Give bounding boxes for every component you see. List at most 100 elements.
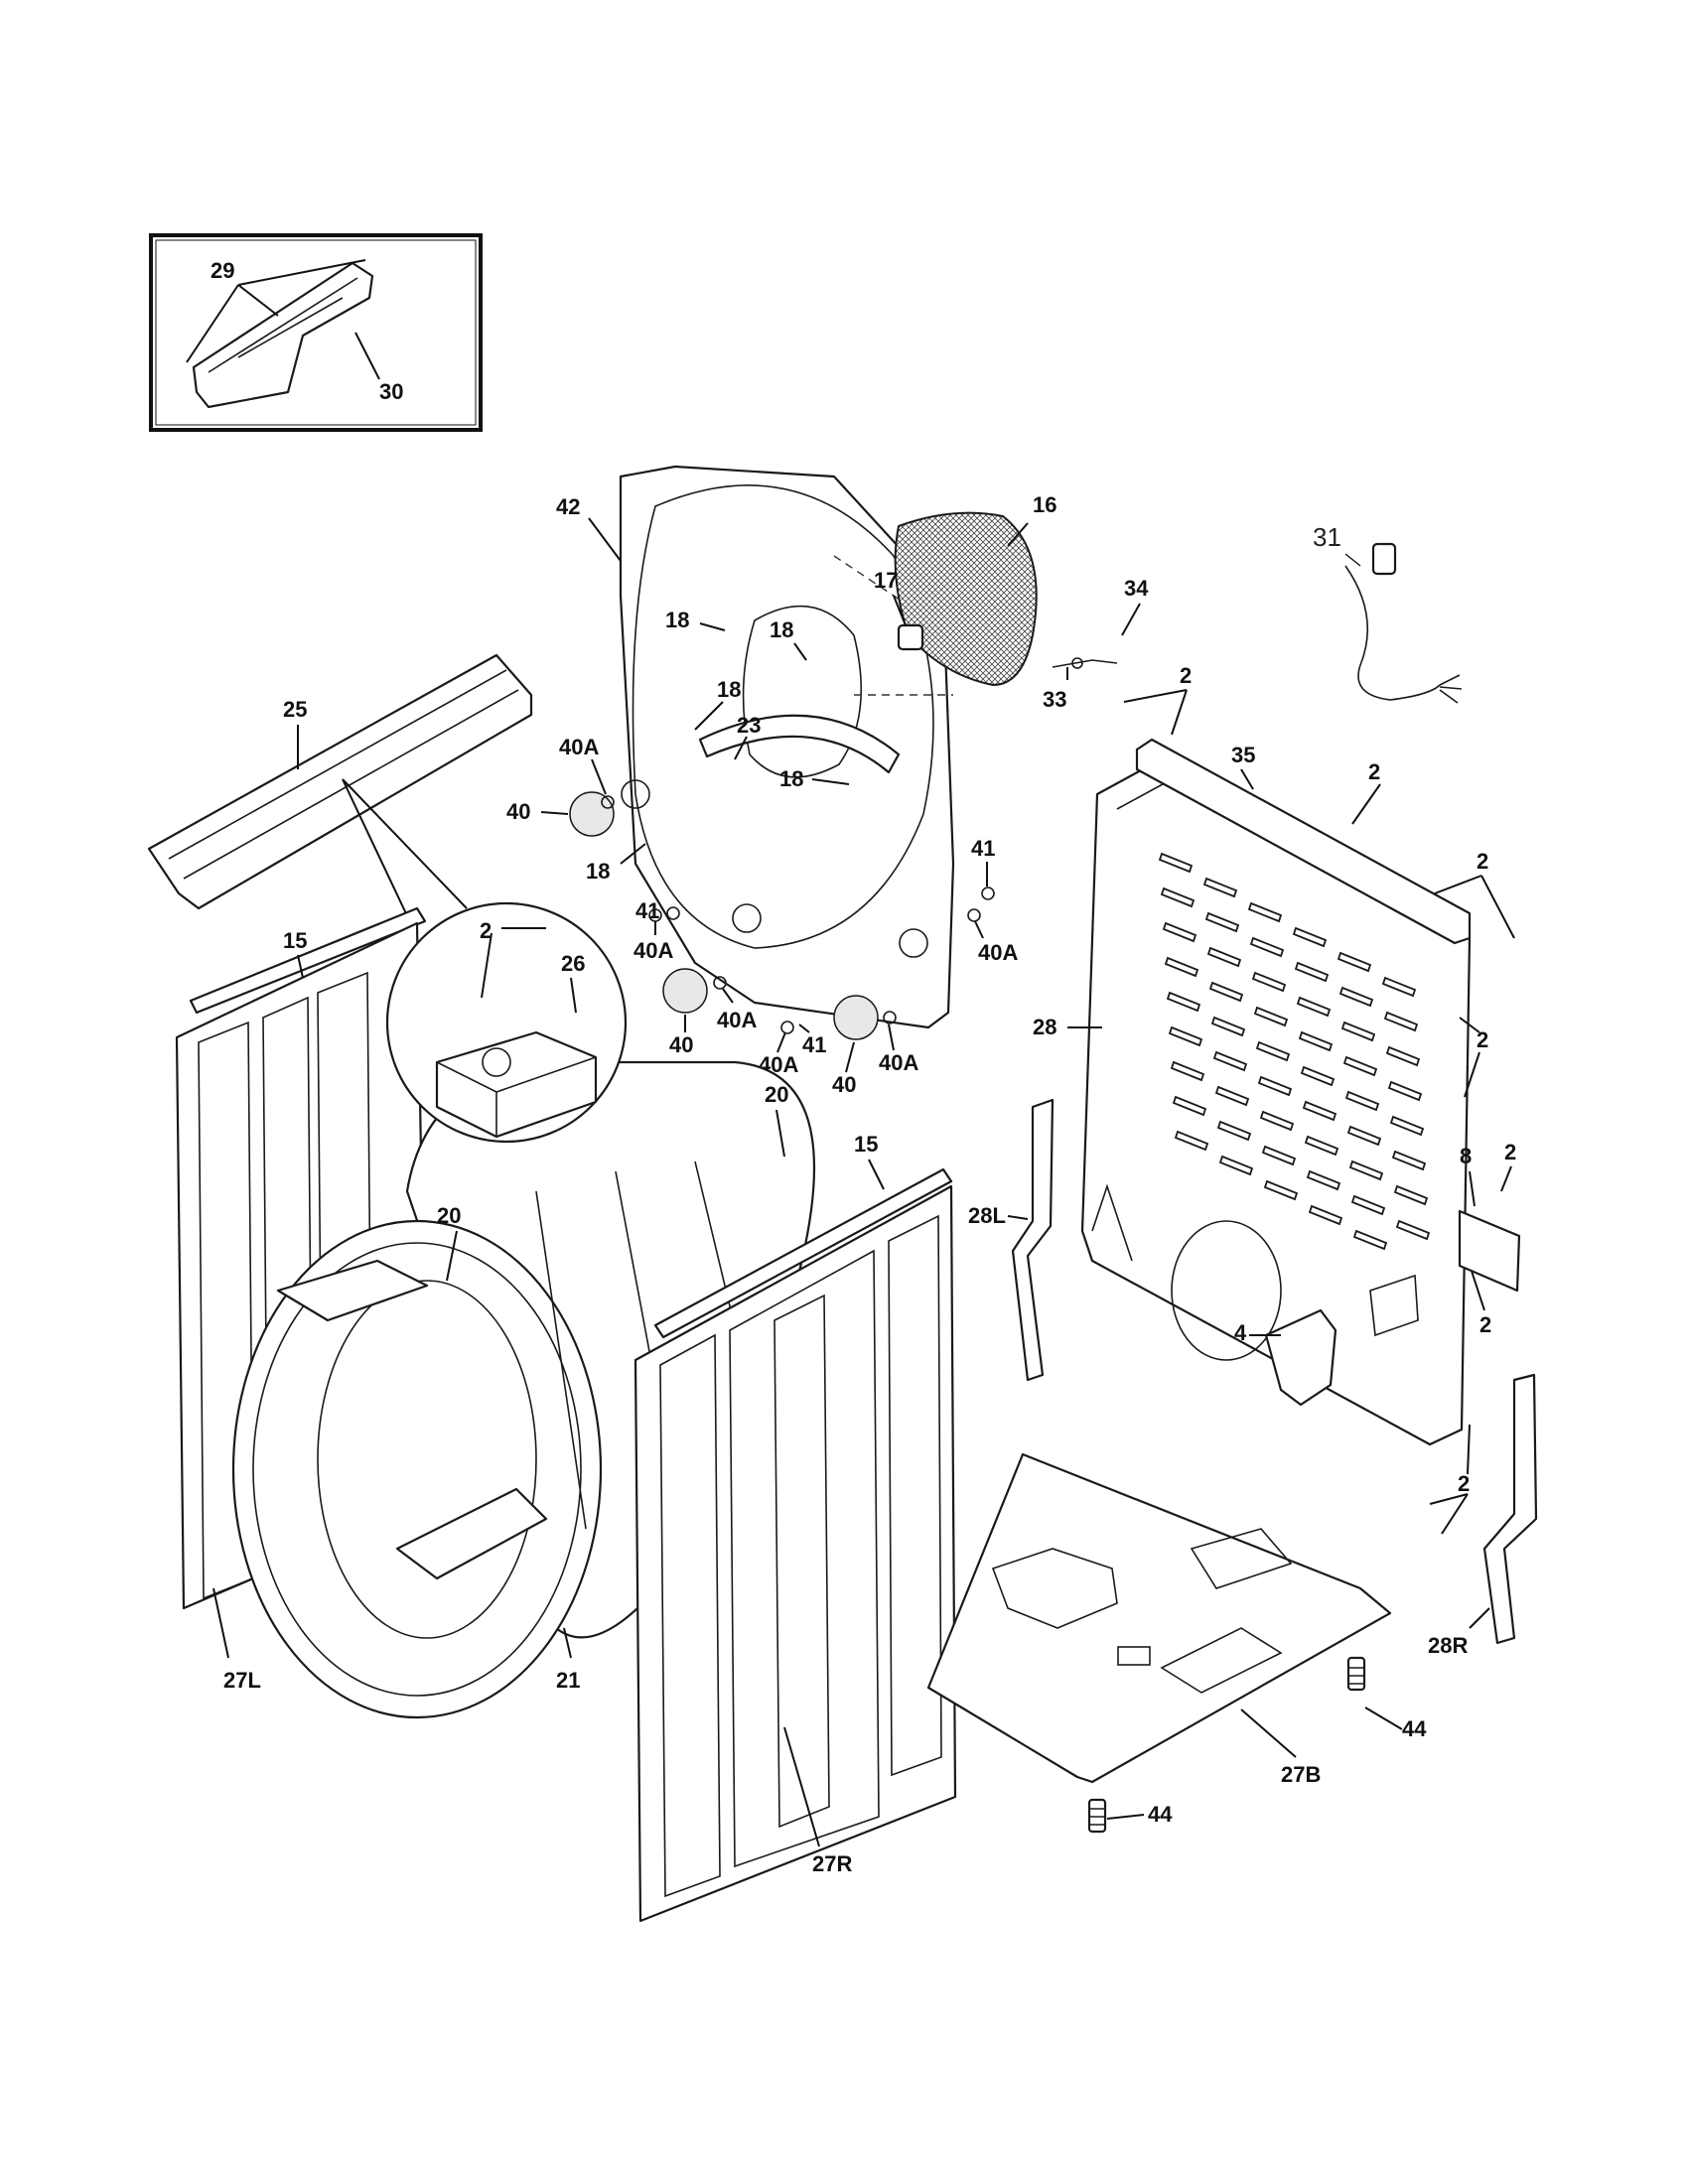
part-30-bracket [192, 261, 374, 409]
callout-18-e: 18 [586, 859, 610, 884]
vent-slot [1202, 877, 1238, 898]
vent-slot [1212, 1050, 1248, 1072]
callout-21: 21 [556, 1668, 580, 1693]
callout-18-d: 18 [779, 766, 803, 791]
vent-slot [1294, 961, 1330, 983]
vent-slot [1292, 926, 1328, 948]
part-15-top-strip-left [189, 906, 427, 1015]
callout-40A-a: 40A [559, 735, 599, 759]
callout-25: 25 [283, 697, 307, 722]
vent-slot [1168, 1025, 1203, 1047]
part-4-exhaust-duct [1264, 1308, 1337, 1407]
callout-41-a: 41 [635, 898, 659, 923]
callout-40-b: 40 [669, 1032, 693, 1057]
vent-slot [1383, 1011, 1419, 1032]
part-15-top-strip-right [653, 1167, 953, 1339]
callout-29: 29 [211, 258, 234, 283]
vent-slot [1387, 1080, 1423, 1102]
callout-2-c: 2 [1368, 759, 1380, 784]
vent-slot [1348, 1160, 1384, 1181]
vent-slot [1247, 901, 1283, 923]
vent-slot [1263, 1179, 1299, 1201]
callout-41-c: 41 [971, 836, 995, 861]
callout-20-a: 20 [437, 1203, 461, 1228]
vent-slot [1216, 1120, 1252, 1142]
callout-20-b: 20 [765, 1082, 788, 1107]
zoom-circle-control-board [385, 901, 628, 1144]
vent-slot [1308, 1204, 1343, 1226]
part-31-power-cord [1344, 542, 1463, 704]
vent-slot [1340, 1021, 1376, 1042]
callout-40-a: 40 [506, 799, 530, 824]
callout-27B: 27B [1281, 1762, 1321, 1787]
vent-slot [1204, 911, 1240, 933]
vent-slot [1300, 1065, 1336, 1087]
part-35-top-rear-rail [1135, 738, 1472, 945]
callout-4: 4 [1234, 1320, 1247, 1345]
part-27R-right-side-panel [633, 1184, 957, 1923]
vent-slot [1342, 1055, 1378, 1077]
callout-group-18: 18 18 18 18 18 [586, 608, 850, 884]
part-8-bracket [1458, 1209, 1521, 1293]
vent-slot [1208, 981, 1244, 1003]
vent-slot [1306, 1169, 1341, 1191]
vent-slot [1352, 1229, 1388, 1251]
callout-30: 30 [379, 379, 403, 404]
callout-28R: 28R [1428, 1633, 1468, 1658]
callout-27R: 27R [812, 1851, 852, 1876]
callout-8: 8 [1460, 1144, 1472, 1168]
vent-slot [1302, 1100, 1337, 1122]
callout-40A-e: 40A [879, 1050, 918, 1075]
vent-slot [1346, 1125, 1382, 1147]
callout-23: 23 [737, 713, 761, 738]
callout-17: 17 [874, 568, 898, 593]
callout-31: 31 [1313, 522, 1341, 552]
vent-slot [1158, 852, 1194, 874]
vent-slot [1296, 996, 1332, 1018]
vent-slot [1389, 1115, 1425, 1137]
vent-slot [1344, 1090, 1380, 1112]
callout-2-h: 2 [1458, 1471, 1470, 1496]
callout-2-f: 2 [1504, 1140, 1516, 1164]
vent-slot [1257, 1075, 1293, 1097]
callout-33: 33 [1043, 687, 1066, 712]
vent-slot [1391, 1150, 1427, 1171]
callout-28L: 28L [968, 1203, 1006, 1228]
vent-slot [1214, 1085, 1250, 1107]
callout-42: 42 [556, 494, 580, 519]
vent-slot [1170, 1060, 1205, 1082]
vent-slot [1393, 1184, 1429, 1206]
vent-slot [1164, 956, 1199, 978]
callout-15-a: 15 [283, 928, 307, 953]
vent-slot [1172, 1095, 1207, 1117]
callout-18-b: 18 [770, 617, 793, 642]
vent-slot [1251, 971, 1287, 993]
callout-35: 35 [1231, 743, 1255, 767]
part-20-drum [231, 1060, 816, 1719]
vent-slot [1259, 1110, 1295, 1132]
callout-15-b: 15 [854, 1132, 878, 1157]
inset-box-front-panel-support: 29 30 [149, 233, 483, 432]
vent-slot [1350, 1194, 1386, 1216]
callout-26: 26 [561, 951, 585, 976]
callout-40A-b: 40A [633, 938, 673, 963]
callout-16: 16 [1033, 492, 1056, 517]
callout-40-c: 40 [832, 1072, 856, 1097]
callout-40A-c: 40A [717, 1008, 757, 1032]
callout-2-g: 2 [1479, 1312, 1491, 1337]
callout-18-a: 18 [665, 608, 689, 632]
vent-slot [1255, 1040, 1291, 1062]
rear-panel-vents [1158, 852, 1431, 1251]
callout-18-c: 18 [717, 677, 741, 702]
vent-slot [1395, 1219, 1431, 1241]
vent-slot [1160, 887, 1196, 908]
vent-slot [1206, 946, 1242, 968]
vent-slot [1249, 936, 1285, 958]
callout-41-b: 41 [802, 1032, 826, 1057]
vent-slot [1298, 1030, 1334, 1052]
part-28R-right-rear-strip [1482, 1373, 1538, 1645]
callout-2-d: 2 [1477, 849, 1488, 874]
vent-slot [1218, 1155, 1254, 1176]
callout-28: 28 [1033, 1015, 1056, 1039]
vent-slot [1253, 1006, 1289, 1027]
